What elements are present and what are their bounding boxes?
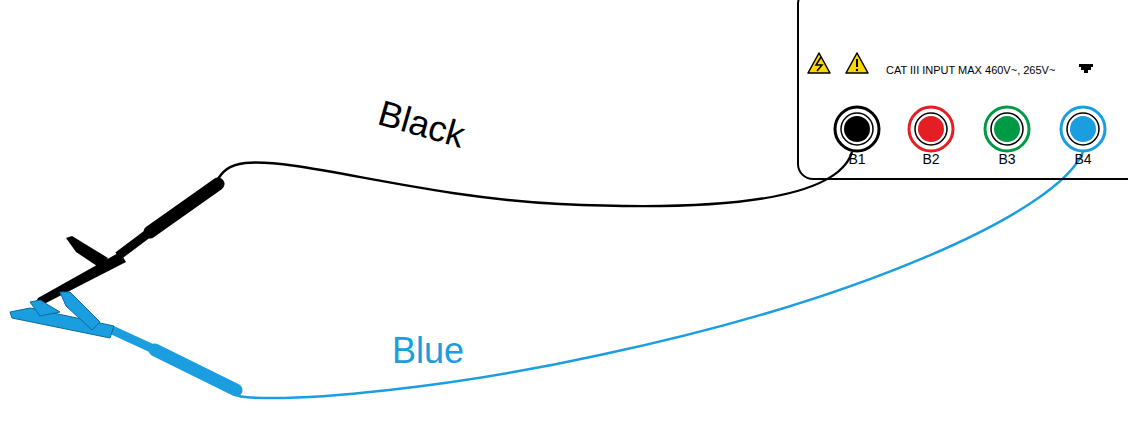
terminal-label: B2 xyxy=(905,151,957,167)
terminal-jack xyxy=(1057,103,1109,155)
terminal-label: B4 xyxy=(1057,151,1109,167)
black-probe-neck xyxy=(118,226,158,256)
rating-text: CAT III INPUT MAX 460V~, 265V~ xyxy=(886,64,1055,76)
input-terminal: B1 xyxy=(831,103,883,167)
terminal-jack xyxy=(831,103,883,155)
blue-probe-neck xyxy=(112,330,160,352)
input-terminal: B2 xyxy=(905,103,957,167)
blue-lead-wire xyxy=(234,152,1083,398)
shock-warning-symbol xyxy=(808,53,830,73)
input-terminal: B3 xyxy=(981,103,1033,167)
blue-probe-handle xyxy=(155,350,236,390)
black-clip xyxy=(34,236,126,305)
black-lead-wire xyxy=(216,152,852,206)
blue-clip xyxy=(10,292,114,338)
terminal-label: B1 xyxy=(831,151,883,167)
lead-color-label: Black xyxy=(373,92,469,157)
lead-color-label: Blue xyxy=(392,330,464,372)
terminal-jack xyxy=(905,103,957,155)
terminal-jack xyxy=(981,103,1033,155)
input-terminal: B4 xyxy=(1057,103,1109,167)
meter-panel: CAT III INPUT MAX 460V~, 265V~ B1 B2 B3 B4 xyxy=(797,0,1128,180)
ground-symbol xyxy=(1079,64,1093,73)
black-probe-handle xyxy=(150,184,218,232)
terminal-label: B3 xyxy=(981,151,1033,167)
caution-symbol xyxy=(846,53,868,73)
